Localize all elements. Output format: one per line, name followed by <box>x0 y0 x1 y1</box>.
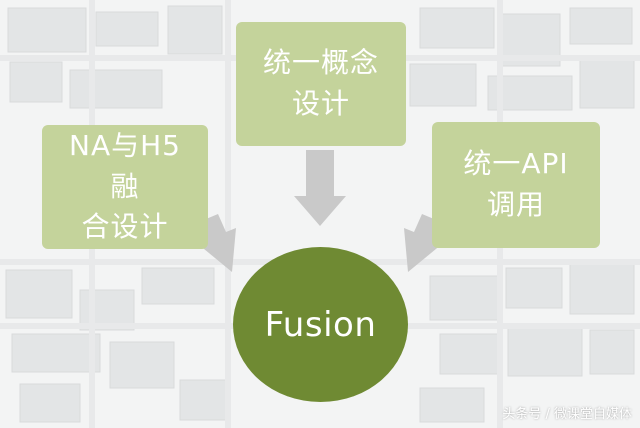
center-node-label: Fusion <box>264 304 377 345</box>
center-node-fusion: Fusion <box>233 247 408 402</box>
watermark-text: 头条号 / 微课堂自媒体 <box>502 407 632 422</box>
node-unified-api-call: 统一API 调用 <box>432 122 600 248</box>
node-unified-concept-design: 统一概念 设计 <box>236 22 406 146</box>
node-label: 统一API 调用 <box>463 147 569 221</box>
node-label: 统一概念 设计 <box>262 46 379 120</box>
node-label: NA与H5融 合设计 <box>69 129 181 244</box>
node-na-h5-fusion-design: NA与H5融 合设计 <box>42 125 208 249</box>
